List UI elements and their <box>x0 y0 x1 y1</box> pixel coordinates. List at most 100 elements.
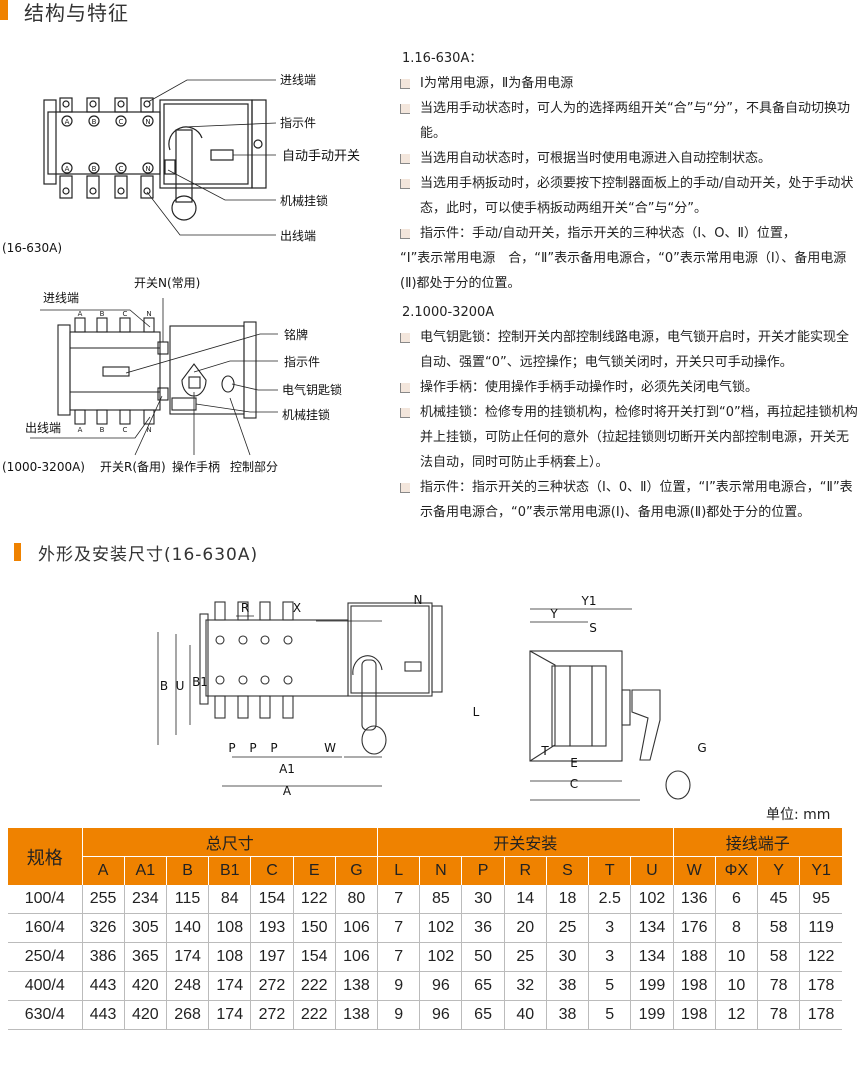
bullet-icon <box>400 229 410 239</box>
features-title: 2.1000-3200A <box>402 305 495 320</box>
value-cell: 365 <box>124 942 167 972</box>
phase-label: A <box>78 310 83 318</box>
value-cell: 96 <box>419 1000 463 1030</box>
value-cell: 10 <box>715 971 759 1001</box>
value-cell: 234 <box>124 885 167 914</box>
label-switch-r: 开关R(备用) <box>100 460 166 474</box>
header-group-overall: 总尺寸 <box>82 828 379 857</box>
value-cell: 443 <box>82 1000 125 1030</box>
phase-label: C <box>123 310 128 318</box>
value-cell: 102 <box>419 913 463 943</box>
value-cell: 65 <box>461 1000 505 1030</box>
value-cell: 248 <box>166 971 210 1001</box>
bullet-icon <box>400 104 410 114</box>
dimension-drawing: R X N Y1 Y S B U B1 L G P P P W A1 A T E… <box>157 593 707 801</box>
section-title-structure: 结构与特征 <box>24 1 129 25</box>
features-1000-3200a: 2.1000-3200A 电气钥匙锁：控制开关内部控制线路电源，电气锁开启时，开… <box>400 300 860 525</box>
value-cell: 95 <box>799 885 842 914</box>
dim-label-b: B <box>160 679 168 693</box>
column-header: R <box>504 856 547 885</box>
spec-cell: 250/4 <box>8 942 83 972</box>
column-header: P <box>461 856 505 885</box>
value-cell: 30 <box>546 942 590 972</box>
value-cell: 188 <box>673 942 716 972</box>
value-cell: 25 <box>504 942 547 972</box>
value-cell: 108 <box>208 942 252 972</box>
value-cell: 150 <box>293 913 336 943</box>
column-header: E <box>293 856 336 885</box>
value-cell: 3 <box>588 942 632 972</box>
value-cell: 420 <box>124 971 167 1001</box>
value-cell: 10 <box>715 942 759 972</box>
dim-label-p: P <box>270 741 277 755</box>
value-cell: 176 <box>673 913 716 943</box>
bullet-icon <box>400 383 410 393</box>
value-cell: 65 <box>461 971 505 1001</box>
label-switch-n: 开关N(常用) <box>134 276 200 290</box>
value-cell: 122 <box>799 942 842 972</box>
column-header: T <box>588 856 632 885</box>
spec-cell: 160/4 <box>8 913 83 943</box>
dim-label-u: U <box>176 679 185 693</box>
value-cell: 136 <box>673 885 716 914</box>
dim-label-w: W <box>324 741 336 755</box>
column-header: A1 <box>124 856 167 885</box>
value-cell: 5 <box>588 971 632 1001</box>
value-cell: 199 <box>630 1000 674 1030</box>
unit-label: 单位: mm <box>766 807 831 823</box>
features-title: 1.16-630A： <box>402 51 483 66</box>
value-cell: 138 <box>335 1000 379 1030</box>
value-cell: 58 <box>757 942 801 972</box>
value-cell: 140 <box>166 913 210 943</box>
value-cell: 9 <box>377 971 421 1001</box>
phase-label: C <box>123 426 128 434</box>
label-key-lock: 电气钥匙锁 <box>282 382 342 397</box>
value-cell: 108 <box>208 913 252 943</box>
label-outlet: 出线端 <box>25 421 61 435</box>
bullet-icon <box>400 408 410 418</box>
label-control: 控制部分 <box>230 459 278 474</box>
value-cell: 6 <box>715 885 759 914</box>
value-cell: 305 <box>124 913 167 943</box>
phase-label: N <box>145 165 150 173</box>
label-indicator: 指示件 <box>280 115 316 130</box>
column-header: U <box>630 856 674 885</box>
column-header: G <box>335 856 379 885</box>
value-cell: 326 <box>82 913 125 943</box>
value-cell: 199 <box>630 971 674 1001</box>
bullet-icon <box>400 333 410 343</box>
dim-label-b1: B1 <box>192 675 208 689</box>
dim-label-r: R <box>241 601 249 615</box>
section-title-dimensions: 外形及安装尺寸(16-630A) <box>38 545 259 565</box>
value-cell: 38 <box>546 1000 590 1030</box>
header-group-mounting: 开关安装 <box>377 828 674 857</box>
column-header: S <box>546 856 590 885</box>
value-cell: 78 <box>757 1000 801 1030</box>
value-cell: 154 <box>293 942 336 972</box>
bullet-icon <box>400 154 410 164</box>
caption-1000-3200a: (1000-3200A) <box>2 460 85 474</box>
phase-label: C <box>119 165 124 173</box>
feature-item: 当选用手柄扳动时，必须要按下控制器面板上的手动/自动开关，处于手动状态，此时，可… <box>400 171 860 221</box>
bullet-icon <box>400 483 410 493</box>
feature-continuation: “Ⅰ”表示常用电源 合，“Ⅱ”表示备用电源合，“0”表示常用电源（Ⅰ）、备用电源… <box>400 251 847 291</box>
value-cell: 30 <box>461 885 505 914</box>
value-cell: 2.5 <box>588 885 632 914</box>
phase-label: A <box>65 165 70 173</box>
value-cell: 9 <box>377 1000 421 1030</box>
value-cell: 12 <box>715 1000 759 1030</box>
dim-label-l: L <box>473 705 480 719</box>
column-header: B <box>166 856 210 885</box>
value-cell: 134 <box>630 913 674 943</box>
column-header: B1 <box>208 856 252 885</box>
value-cell: 7 <box>377 913 421 943</box>
label-nameplate: 铭牌 <box>284 327 308 342</box>
dim-label-a: A <box>283 784 292 798</box>
value-cell: 40 <box>504 1000 547 1030</box>
value-cell: 268 <box>166 1000 210 1030</box>
